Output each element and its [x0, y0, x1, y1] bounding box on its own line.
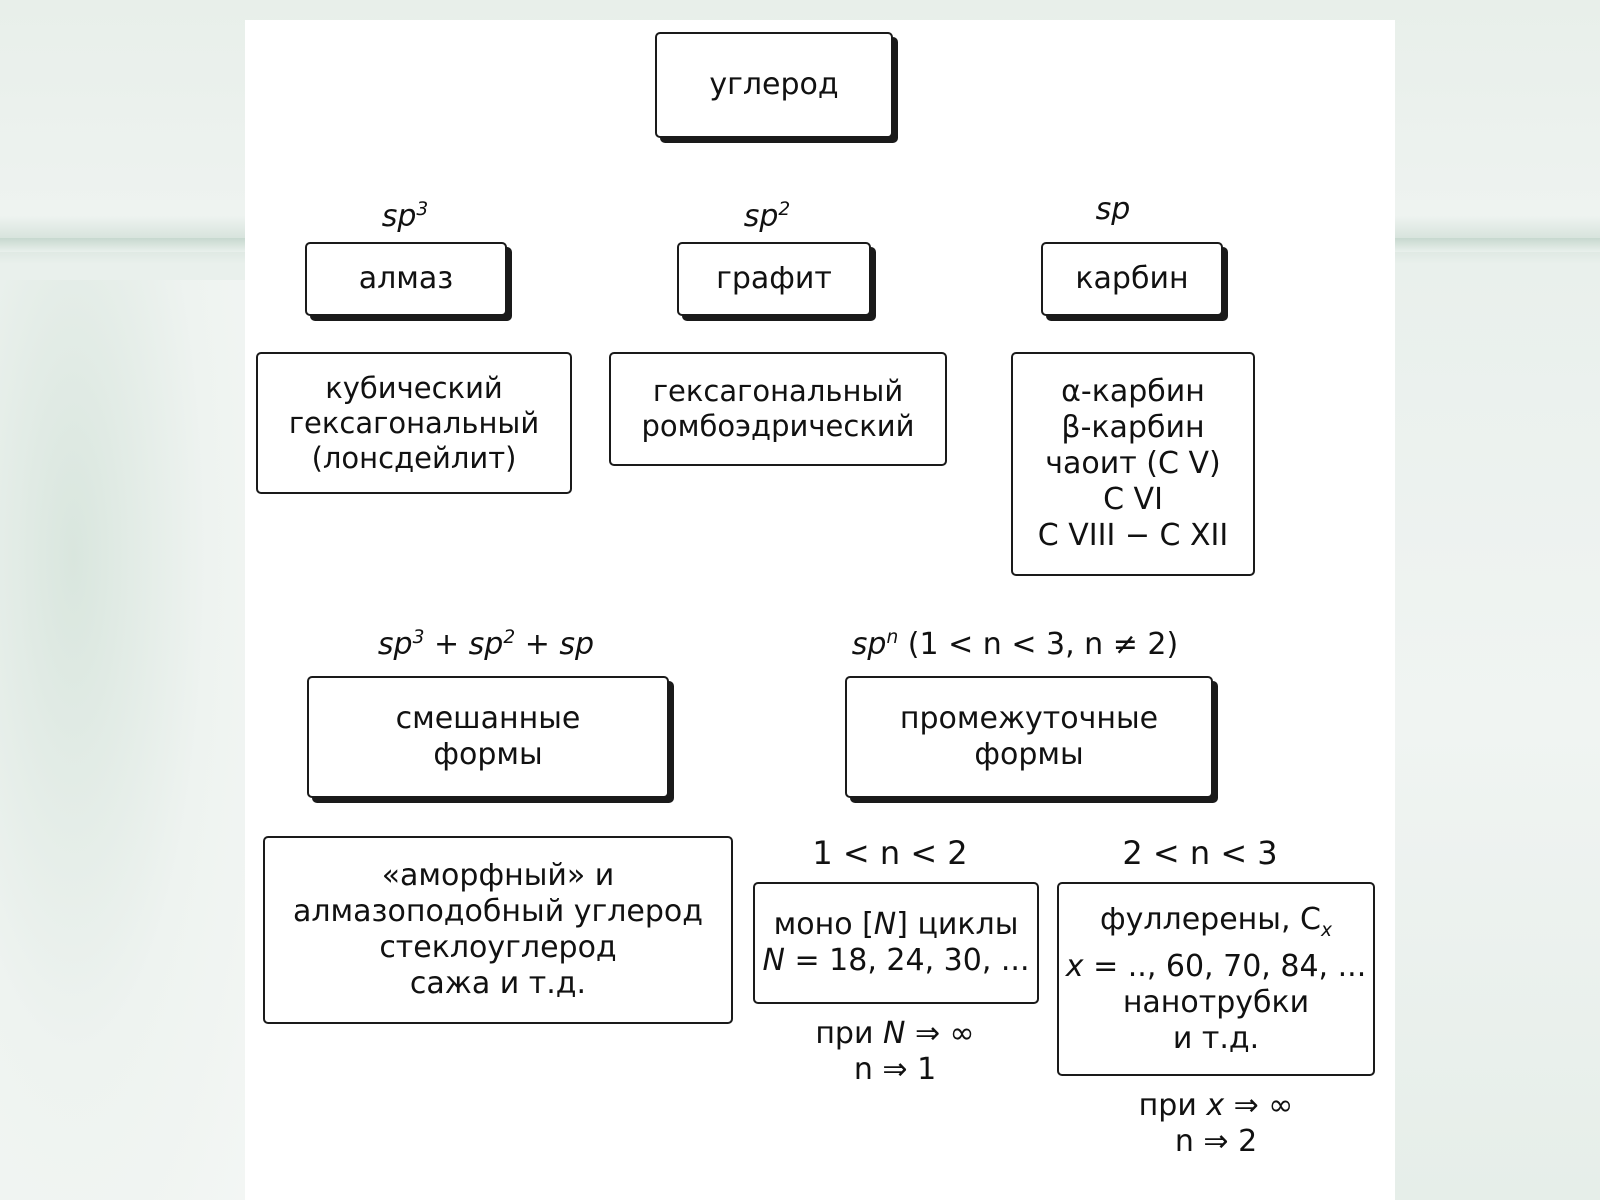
diamond-variant: кубический	[325, 370, 503, 405]
carbyne-variant: чаоит (C V)	[1045, 446, 1221, 481]
intermediate-label-line: формы	[974, 737, 1084, 772]
graphite-variants: гексагональный ромбоэдрический	[609, 352, 947, 466]
mono-line-1: моно [N] циклы	[773, 907, 1019, 942]
diamond-variant: (лонсдейлит)	[311, 440, 517, 475]
node-diamond: алмаз	[305, 242, 507, 316]
hybrid-label-sp3: sp3	[381, 199, 429, 234]
node-intermediate-forms: промежуточные формы	[845, 676, 1213, 798]
fullerenes-line-2: x = .., 60, 70, 84, ...	[1065, 948, 1367, 984]
fullerenes-box: фуллерены, Cx x = .., 60, 70, 84, ... на…	[1057, 882, 1375, 1076]
hybrid-label-sp: sp	[1095, 192, 1131, 227]
carbyne-variants: α-карбин β-карбин чаоит (C V) C VI C VII…	[1011, 352, 1255, 576]
mixed-examples: «аморфный» и алмазоподобный углерод стек…	[263, 836, 733, 1024]
mono-cycles-box: моно [N] циклы N = 18, 24, 30, ...	[753, 882, 1039, 1004]
intermediate-hybrid-formula: spn (1 < n < 3, n ≠ 2)	[851, 627, 1179, 662]
background-swirl	[0, 280, 245, 1200]
mixed-example: алмазоподобный углерод	[292, 894, 704, 929]
graphite-variant: ромбоэдрический	[641, 409, 915, 443]
diamond-variant: гексагональный	[288, 405, 540, 440]
root-node-carbon: углерод	[655, 32, 893, 138]
root-label: углерод	[709, 67, 839, 102]
fullerene-limit-line-1: при x ⇒ ∞	[1138, 1088, 1294, 1123]
fullerenes-line-4: и т.д.	[1172, 1020, 1260, 1056]
hybrid-label-sp2: sp2	[743, 199, 791, 234]
diamond-label: алмаз	[358, 261, 454, 296]
mixed-label-line: формы	[433, 737, 543, 772]
mono-limit: при N ⇒ ∞ n ⇒ 1	[765, 1016, 1025, 1088]
graphite-label: графит	[716, 261, 832, 296]
fullerenes-line-3: нанотрубки	[1122, 984, 1310, 1020]
carbyne-variant: C VI	[1103, 482, 1163, 517]
range-high-label: 2 < n < 3	[1122, 834, 1278, 872]
carbyne-variant: C VIII − C XII	[1037, 518, 1229, 553]
mono-limit-line-1: при N ⇒ ∞	[815, 1016, 975, 1051]
fullerenes-line-1: фуллерены, Cx	[1099, 901, 1333, 941]
mono-limit-line-2: n ⇒ 1	[853, 1052, 937, 1087]
fullerene-limit: при x ⇒ ∞ n ⇒ 2	[1091, 1088, 1341, 1160]
node-graphite: графит	[677, 242, 871, 316]
graphite-variant: гексагональный	[652, 374, 904, 408]
mixed-example: сажа и т.д.	[409, 966, 587, 1001]
node-carbyne: карбин	[1041, 242, 1223, 316]
mixed-label-line: смешанные	[395, 701, 581, 736]
diamond-variants: кубический гексагональный (лонсдейлит)	[256, 352, 572, 494]
mixed-example: «аморфный» и	[381, 858, 615, 893]
carbyne-variant: β-карбин	[1061, 410, 1205, 445]
node-mixed-forms: смешанные формы	[307, 676, 669, 798]
intermediate-label-line: промежуточные	[899, 701, 1159, 736]
mixed-example: стеклоуглерод	[379, 930, 617, 965]
fullerene-limit-line-2: n ⇒ 2	[1174, 1124, 1258, 1159]
mixed-hybrid-formula: sp3 + sp2 + sp	[377, 627, 595, 662]
carbyne-label: карбин	[1075, 261, 1189, 296]
range-low-label: 1 < n < 2	[812, 834, 968, 872]
carbyne-variant: α-карбин	[1061, 374, 1205, 409]
mono-line-2: N = 18, 24, 30, ...	[762, 943, 1030, 978]
diagram-sheet: углерод sp3 sp2 sp алмаз кубический гекс…	[245, 20, 1395, 1200]
